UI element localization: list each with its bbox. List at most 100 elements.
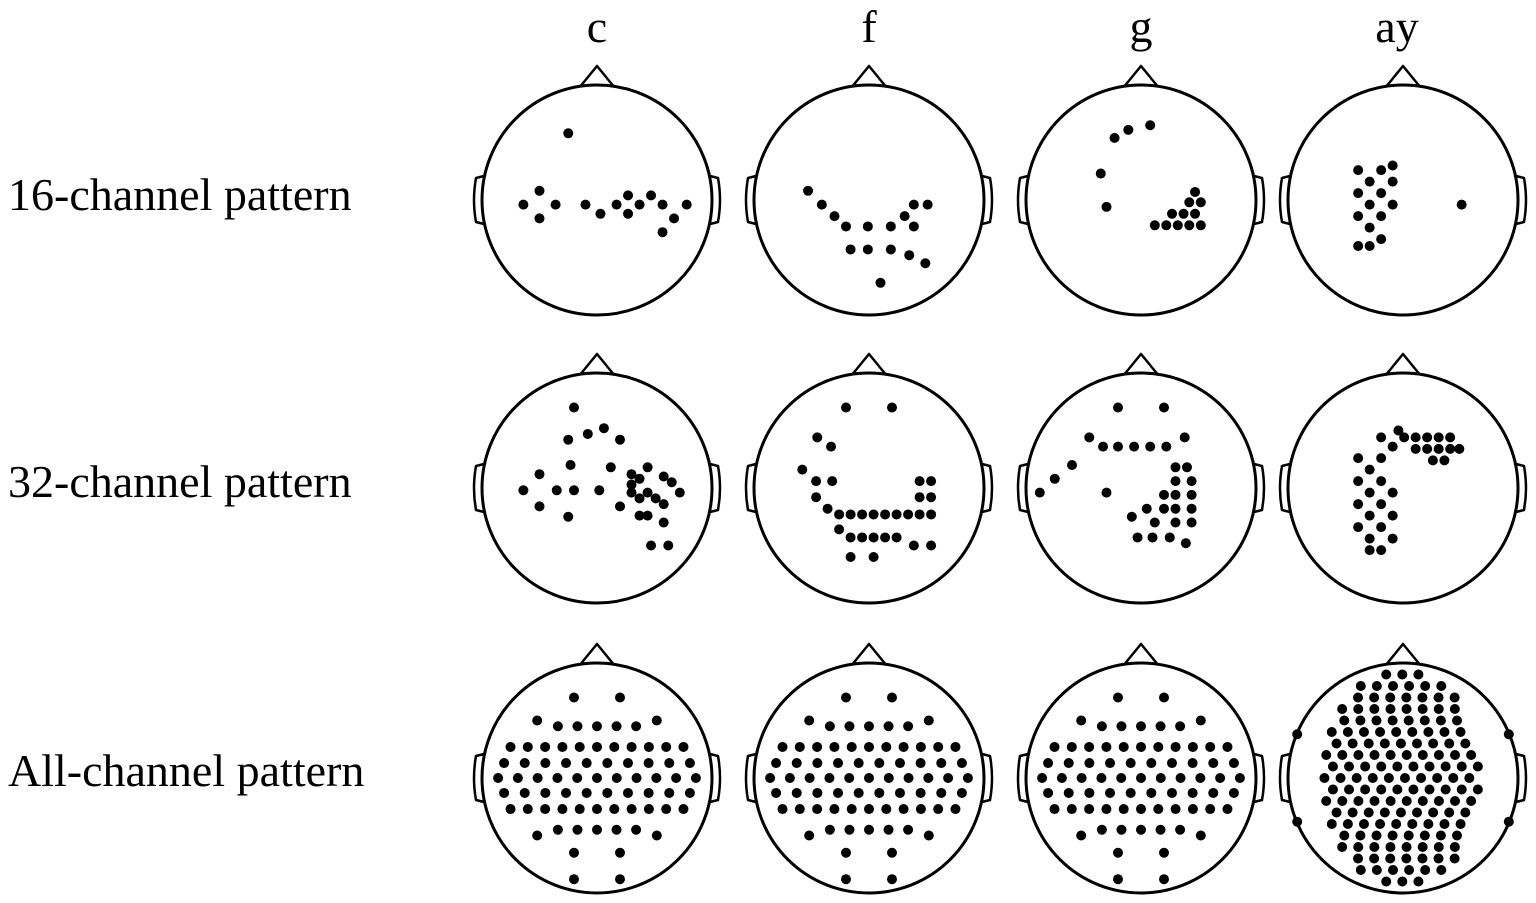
electrode-dot [1417, 853, 1428, 864]
electrode-dot [1433, 443, 1444, 454]
electrode-dot [1095, 168, 1106, 179]
electrode-dot [522, 804, 533, 815]
electrode-dot [824, 824, 835, 835]
electrode-dot [827, 476, 838, 487]
electrode-dot [1364, 241, 1375, 251]
electrode-dot [841, 221, 851, 232]
electrode-dot [922, 199, 933, 210]
electrode-dot [1063, 787, 1074, 798]
electrode-dot [765, 773, 776, 783]
electrode-dot [1342, 727, 1353, 737]
electrode-dot [602, 758, 613, 769]
electrode-dot [1195, 830, 1206, 841]
electrode-dot [777, 741, 788, 752]
row-label-all-channel: All-channel pattern [8, 745, 364, 796]
electrode-dot [880, 509, 891, 520]
electrode-dot [1360, 761, 1371, 772]
electrode-dot [1166, 758, 1177, 769]
electrode-dot [1159, 874, 1169, 885]
head-map-r1-c [472, 64, 722, 317]
electrode-dot [1109, 132, 1120, 143]
electrode-dot [622, 787, 633, 798]
electrode-dot [1129, 441, 1140, 452]
electrode-dot [899, 211, 910, 222]
electrode-dot [1234, 773, 1245, 783]
electrode-dot [631, 773, 642, 783]
electrode-dot [1401, 750, 1412, 760]
electrode-dot [1353, 453, 1364, 464]
electrode-dot [841, 874, 851, 885]
electrode-dot [868, 552, 879, 562]
electrode-dot [1182, 462, 1192, 473]
electrode-dot [1387, 830, 1398, 841]
electrode-dot [812, 787, 823, 798]
head-map-r3-ay [1278, 642, 1528, 895]
electrode-dot [1123, 124, 1134, 135]
electrode-dot [615, 692, 625, 703]
electrode-dot [864, 773, 874, 783]
electrode-dot [1170, 503, 1181, 514]
electrode-dot [1337, 796, 1348, 806]
electrode-dot [580, 199, 591, 210]
electrode-dot [1292, 729, 1303, 740]
electrode-dot [518, 199, 529, 210]
electrode-dot [1428, 738, 1439, 749]
electrode-dot [1076, 773, 1087, 783]
electrode-dot [1355, 715, 1366, 726]
electrode-dot [1371, 830, 1382, 841]
electrode-dot [678, 741, 689, 752]
electrode-dot [1228, 758, 1239, 769]
electrode-dot [1190, 186, 1201, 197]
electrode-dot [1353, 796, 1364, 806]
electrode-dot [933, 741, 944, 752]
electrode-dot [1222, 804, 1233, 815]
electrode-dot [1170, 804, 1181, 815]
electrode-dot [1407, 819, 1418, 829]
electrode-dot [883, 773, 894, 783]
electrode-dot [826, 441, 837, 452]
electrode-dot [824, 773, 835, 783]
electrode-dot [1403, 715, 1414, 726]
electrode-dot [1376, 476, 1387, 487]
electrode-dot [1375, 819, 1386, 829]
electrode-dot [1049, 804, 1060, 815]
electrode-dot [926, 492, 937, 503]
electrode-dot [1413, 669, 1424, 680]
electrode-dot [1066, 804, 1077, 815]
electrode-dot [1043, 787, 1054, 798]
electrode-dot [1369, 704, 1380, 714]
electrode-dot [1408, 784, 1419, 795]
electrode-dot [811, 492, 822, 503]
electrode-dot [1141, 503, 1152, 514]
electrode-dot [1208, 758, 1219, 769]
electrode-dot [915, 758, 926, 769]
electrode-dot [1170, 741, 1181, 752]
electrode-dot [1076, 715, 1087, 726]
electrode-dot [883, 721, 894, 732]
electrode-dot [657, 199, 668, 210]
electrode-dot [1460, 738, 1471, 749]
electrode-dot [643, 787, 654, 798]
electrode-dot [1175, 824, 1186, 835]
electrode-dot [565, 460, 576, 470]
electrode-dot [1342, 819, 1353, 829]
electrode-dot [1116, 773, 1127, 783]
electrode-dot [505, 804, 516, 815]
electrode-dot [1466, 796, 1477, 806]
electrode-dot [1424, 784, 1435, 795]
electrode-dot [1337, 704, 1348, 714]
electrode-dot [853, 758, 864, 769]
electrode-dot [1404, 865, 1415, 875]
electrode-dot [1337, 842, 1348, 852]
electrode-dot [592, 721, 602, 732]
electrode-dot [623, 190, 634, 201]
electrode-dot [1170, 476, 1181, 487]
electrode-dot [626, 469, 637, 480]
electrode-dot [822, 503, 833, 514]
electrode-dot [1355, 830, 1366, 841]
electrode-dot [534, 501, 545, 512]
electrode-dot [1337, 750, 1348, 760]
head-map-r3-f [744, 642, 994, 895]
electrode-dot [1149, 220, 1160, 231]
electrode-dot [1351, 773, 1362, 783]
